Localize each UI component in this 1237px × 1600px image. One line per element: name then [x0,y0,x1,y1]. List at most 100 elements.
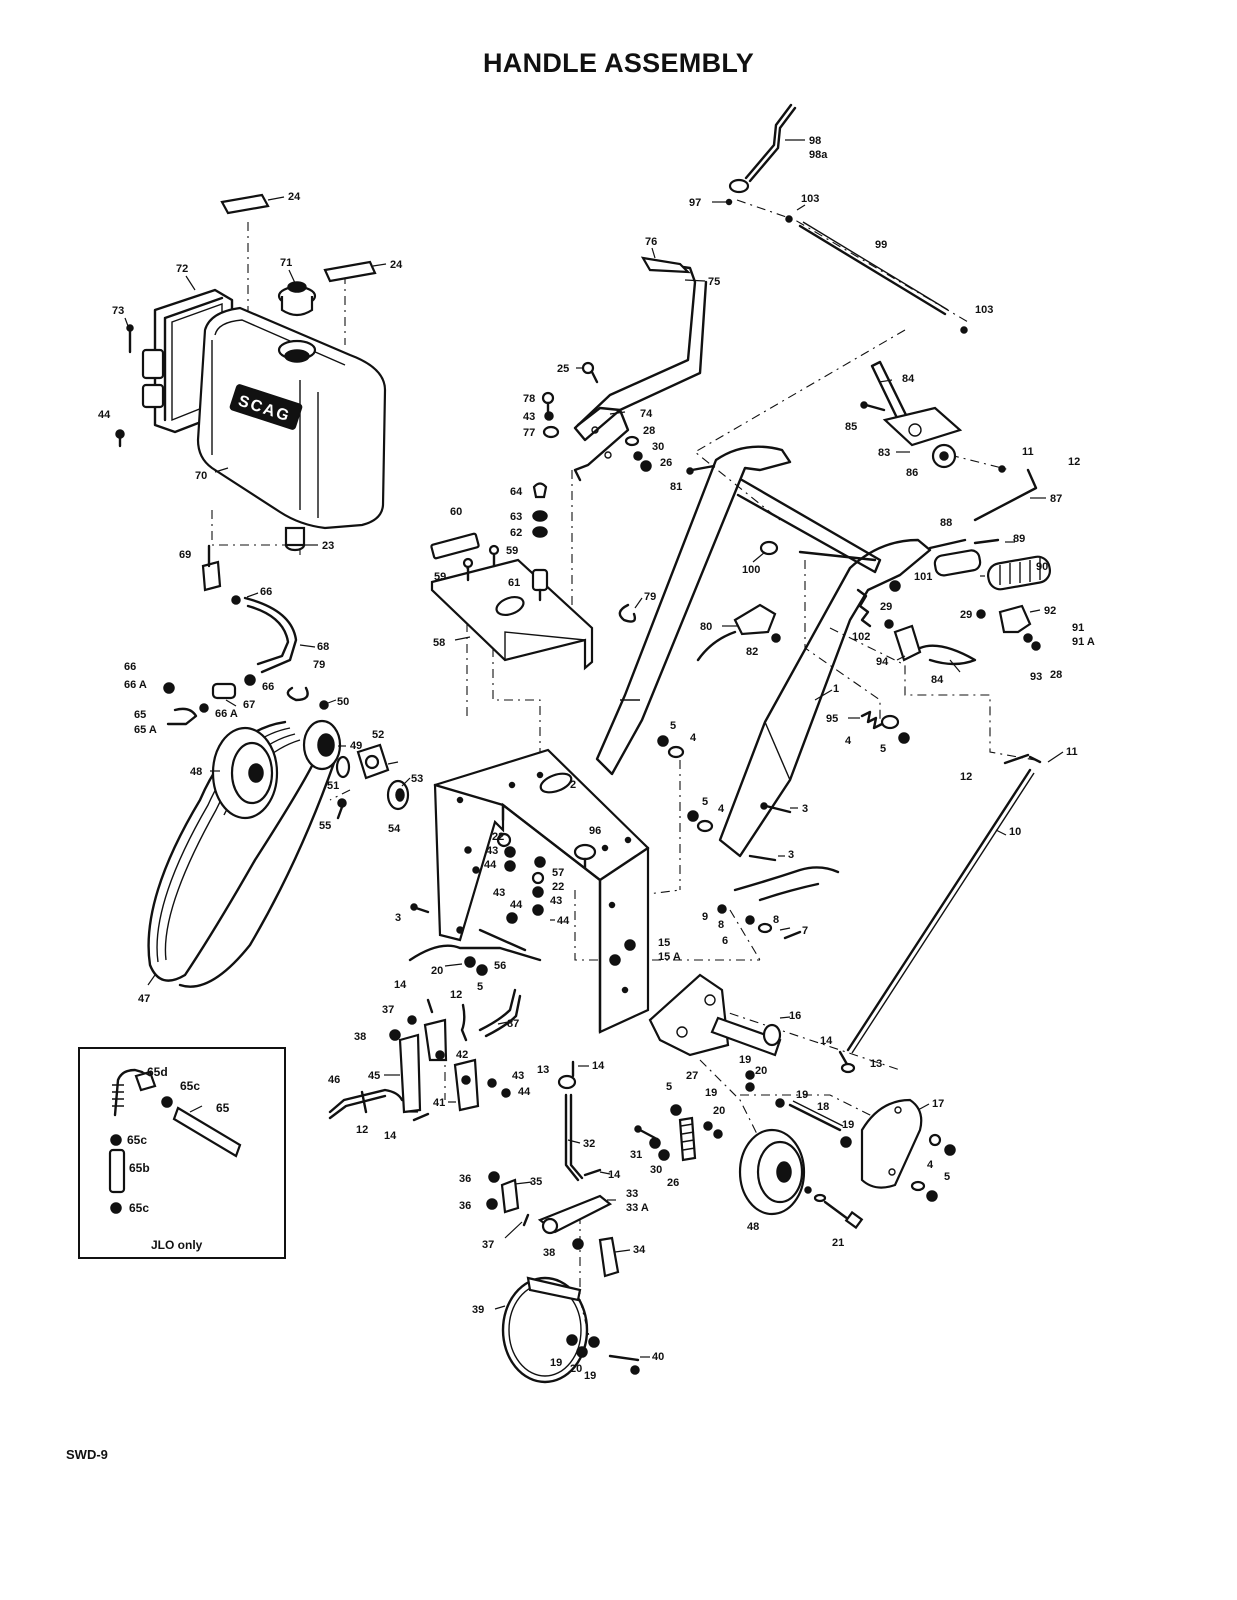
callout: 44 [510,899,523,911]
callout: 20 [431,965,443,977]
callout: 4 [927,1159,934,1171]
drive-belt-47 [147,720,317,982]
brake-cable-parts [717,866,840,940]
callout: 94 [876,656,889,668]
callout: 28 [1050,669,1062,681]
callout: 31 [630,1149,642,1161]
drive-lever-assembly [541,256,708,482]
callout: 98a [809,149,828,161]
page-footer-code: SWD-9 [66,1447,108,1462]
decal-24-lower [323,260,377,283]
callout: 65c [180,1079,200,1093]
callout: 10 [1009,826,1021,838]
callout: 18 [817,1101,829,1113]
handle-1-right [718,538,932,858]
spring-and-hardware [634,1070,852,1162]
callout: 12 [356,1124,368,1136]
callout: 19 [739,1054,751,1066]
callout: 19 [705,1087,717,1099]
callout: 14 [384,1130,397,1142]
callout: 44 [518,1086,531,1098]
callout: 59 [434,571,446,583]
callout: 5 [670,720,676,732]
callout: 79 [313,659,325,671]
callout: 17 [932,1098,944,1110]
callout: 57 [552,867,564,879]
callout: 15 A [658,951,681,963]
callout: 7 [802,925,808,937]
callout: 37 [482,1239,494,1251]
callout: 68 [317,641,329,653]
callout: 87 [1050,493,1062,505]
callout: 84 [902,373,915,385]
callout: 69 [179,549,191,561]
callout: 50 [337,696,349,708]
callout: 19 [842,1119,854,1131]
callout: 97 [689,197,701,209]
callout: 44 [484,859,497,871]
callout: 41 [433,1097,445,1109]
callout: 70 [195,470,207,482]
callout: 12 [450,989,462,1001]
callout: 63 [510,511,522,523]
callout: 43 [512,1070,524,1082]
callout: 101 [914,571,932,583]
callout: 65 [216,1101,230,1115]
callout: 81 [670,481,682,493]
callout: 42 [456,1049,468,1061]
part-callouts: 98 98a 97 103 99 103 76 75 24 24 72 71 7… [98,135,1095,1382]
callout: 49 [350,740,362,752]
callout: 45 [368,1070,380,1082]
callout: 4 [718,803,725,815]
callout: 5 [702,796,708,808]
callout: 66 [260,586,272,598]
callout: 14 [592,1060,605,1072]
callout: 11 [1022,446,1034,458]
callout: 65b [129,1161,150,1175]
callout: 4 [690,732,697,744]
throttle-linkage [725,103,1038,522]
callout: 79 [644,591,656,603]
callout: 73 [112,305,124,317]
callout: 74 [640,408,653,420]
callout: 13 [870,1058,882,1070]
callout: 27 [686,1070,698,1082]
inset-caption: JLO only [151,1238,203,1252]
callout: 83 [878,447,890,459]
callout: 12 [960,771,972,783]
callout: 24 [288,191,301,203]
callout: 48 [747,1221,759,1233]
callout: 52 [372,729,384,741]
callout: 53 [411,773,423,785]
callout: 66 [124,661,136,673]
callout: 103 [801,193,819,205]
callout: 60 [450,506,462,518]
callout: 34 [633,1244,646,1256]
callout: 9 [702,911,708,923]
callout: 66 A [215,708,238,720]
callout: 55 [319,820,331,832]
callout: 5 [880,743,886,755]
callout: 98 [809,135,821,147]
callout: 51 [327,780,339,792]
callout: 36 [459,1173,471,1185]
handle-grip-90 [987,555,1051,591]
callout: 20 [570,1363,582,1375]
callout: 19 [796,1089,808,1101]
callout: 39 [472,1304,484,1316]
callout: 59 [506,545,518,557]
callout: 64 [510,486,523,498]
callout: 46 [328,1074,340,1086]
callout: 22 [492,831,504,843]
callout: 13 [537,1064,549,1076]
callout: 26 [660,457,672,469]
callout: 19 [550,1357,562,1369]
callout: 48 [190,766,202,778]
callout: 4 [845,735,852,747]
callout: 58 [433,637,445,649]
callout: 2 [570,779,576,791]
callout: 21 [832,1237,844,1249]
brake-arm-assembly [486,1171,620,1278]
handle-assembly-frame [595,445,1051,1054]
callout: 86 [906,467,918,479]
